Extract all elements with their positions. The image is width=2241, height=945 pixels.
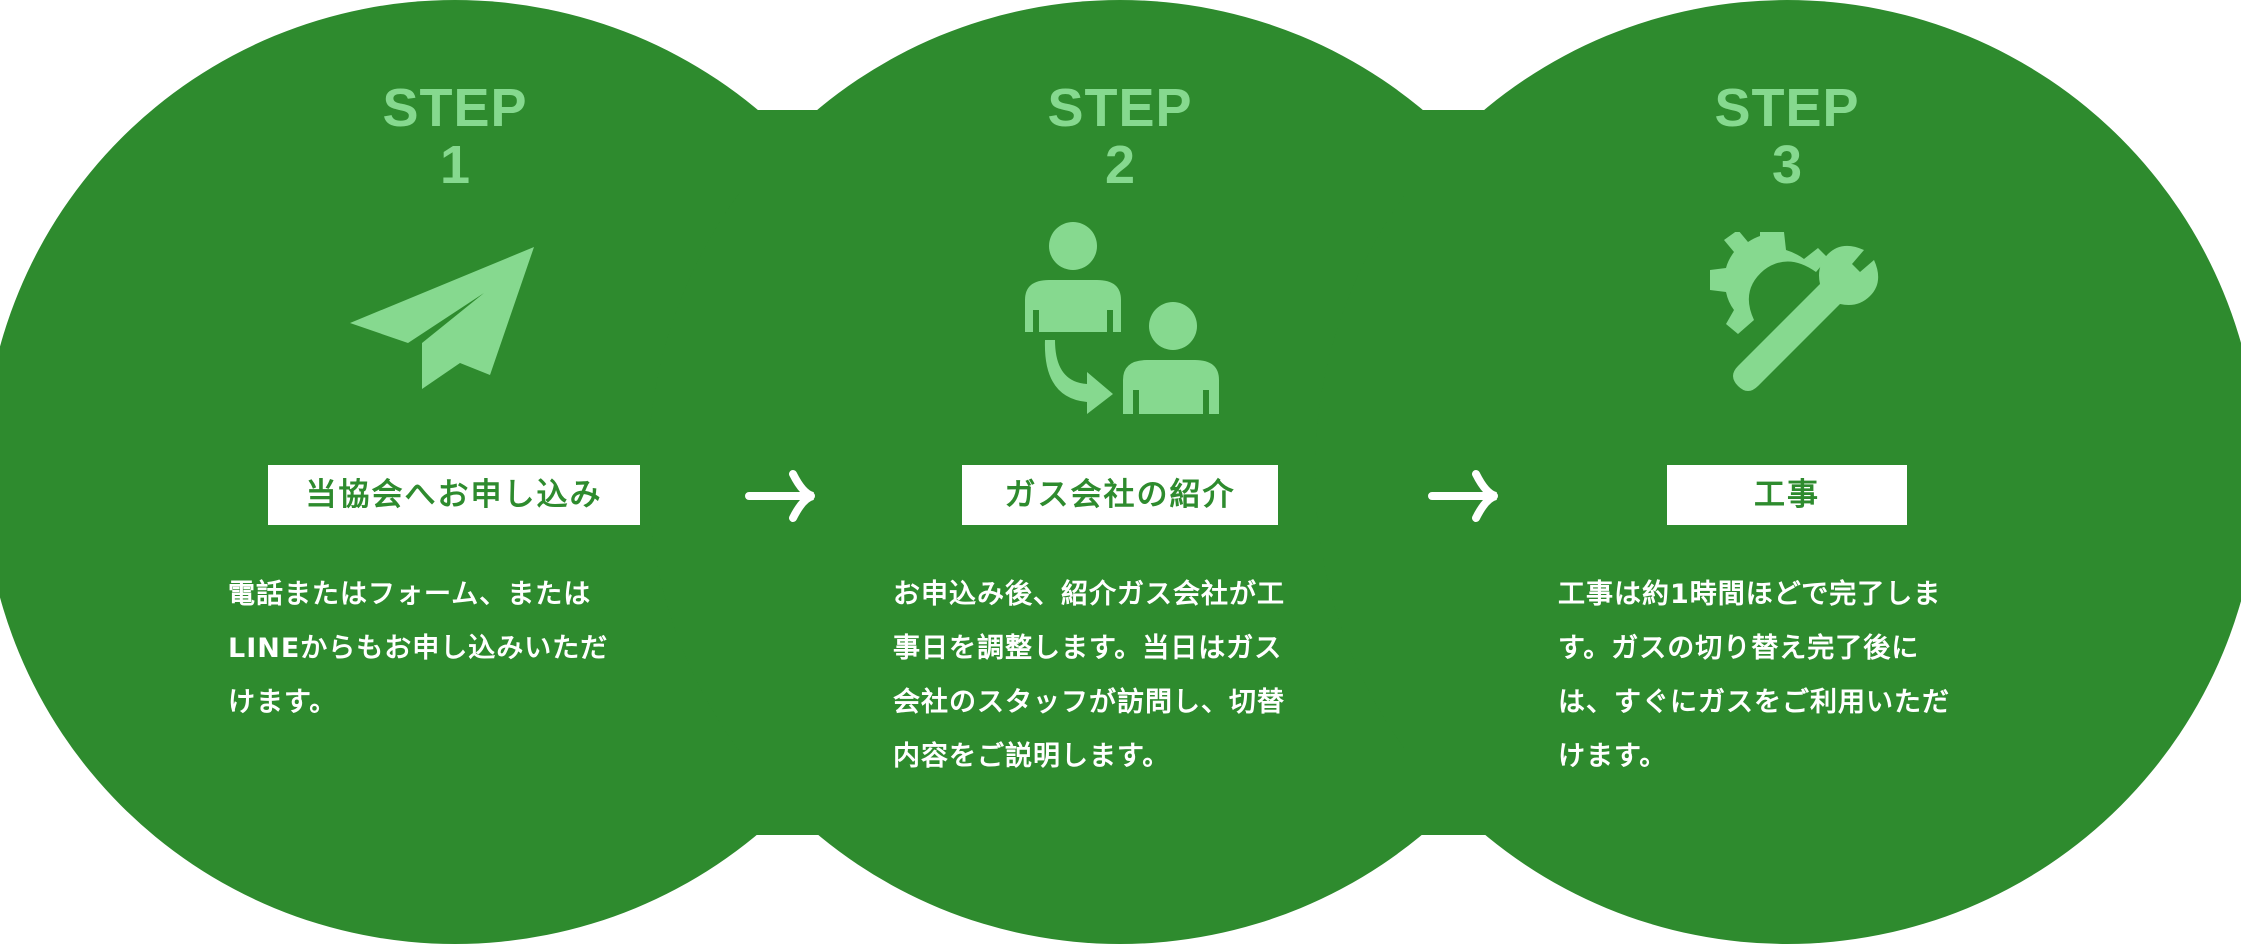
step-3-heading: STEP 3 bbox=[1487, 80, 2087, 194]
step-1-description: 電話またはフォーム、または LINEからもお申し込みいただ けます。 bbox=[228, 579, 609, 718]
step-label: STEP bbox=[1047, 78, 1193, 138]
step-1-title: 当協会へお申し込み bbox=[268, 465, 640, 525]
arrow-right-icon bbox=[745, 470, 815, 522]
step-3-title: 工事 bbox=[1667, 465, 1907, 525]
step-3-description: 工事は約1時間ほどで完了しま す。ガスの切り替え完了後に は、すぐにガスをご利用… bbox=[1558, 579, 1950, 772]
person-handover-icon bbox=[1025, 222, 1219, 414]
step-number: 2 bbox=[1104, 135, 1136, 195]
step-1-heading: STEP 1 bbox=[155, 80, 755, 194]
step-number: 3 bbox=[1771, 135, 1803, 195]
step-label: STEP bbox=[1714, 78, 1860, 138]
gear-wrench-icon bbox=[1710, 232, 1879, 391]
step-2-heading: STEP 2 bbox=[820, 80, 1420, 194]
step-number: 1 bbox=[439, 135, 471, 195]
step-label: STEP bbox=[382, 78, 528, 138]
paper-plane-icon bbox=[350, 247, 534, 389]
step-2-description: お申込み後、紹介ガス会社が工 事日を調整します。当日はガス 会社のスタッフが訪問… bbox=[893, 579, 1285, 772]
step-2-title: ガス会社の紹介 bbox=[962, 465, 1278, 525]
arrow-right-icon bbox=[1428, 470, 1498, 522]
